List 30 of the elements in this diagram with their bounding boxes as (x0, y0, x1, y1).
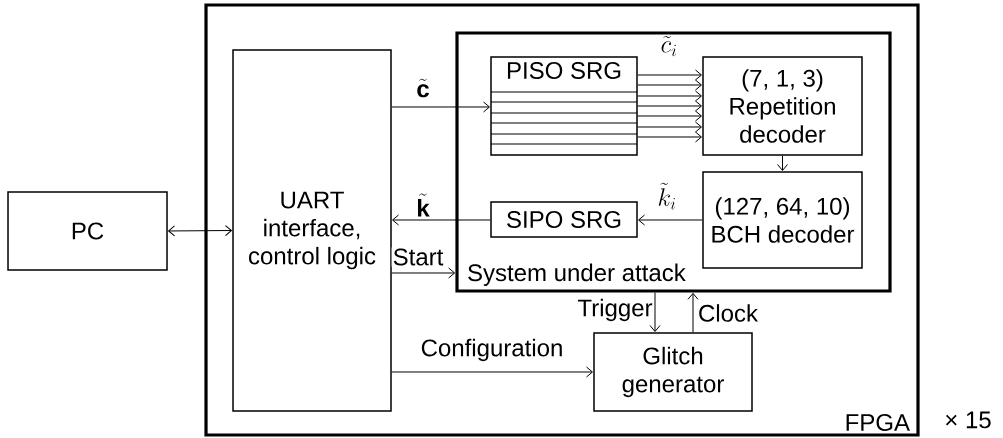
edge-label: Clock (697, 303, 759, 323)
arrow (637, 79, 702, 91)
process-box: SIPO SRG (490, 201, 638, 238)
process-box: Glitch generator (593, 332, 753, 412)
edge-label: $\tilde{\mathbf{c}}$ (415, 77, 431, 99)
process-box: UART interface, control logic (232, 49, 392, 412)
arrow (638, 214, 703, 226)
edge-label: Trigger (576, 297, 654, 323)
arrow (391, 366, 593, 378)
shift-register-box: PISO SRG (490, 56, 638, 156)
arrow (637, 110, 702, 122)
arrow (637, 90, 702, 102)
arrow (168, 225, 232, 237)
edge-label: $\tilde{\mathbf{k}}$ (415, 192, 431, 218)
arrow (391, 101, 490, 113)
multiplier-label: × 15 (945, 411, 991, 429)
arrow (687, 292, 699, 333)
arrow (391, 267, 456, 279)
arrow (637, 131, 702, 143)
arrow (637, 69, 702, 81)
arrow (649, 292, 661, 332)
process-box: (7, 1, 3) Repetition decoder (702, 56, 863, 156)
arrow (637, 121, 702, 133)
arrow (392, 214, 491, 226)
edge-label: Start (391, 247, 445, 267)
process-box: PC (7, 191, 168, 271)
process-box: (127, 64, 10) BCH decoder (702, 171, 863, 269)
arrow (777, 155, 788, 171)
arrow (637, 100, 702, 112)
edge-label: Configuration (419, 337, 565, 363)
